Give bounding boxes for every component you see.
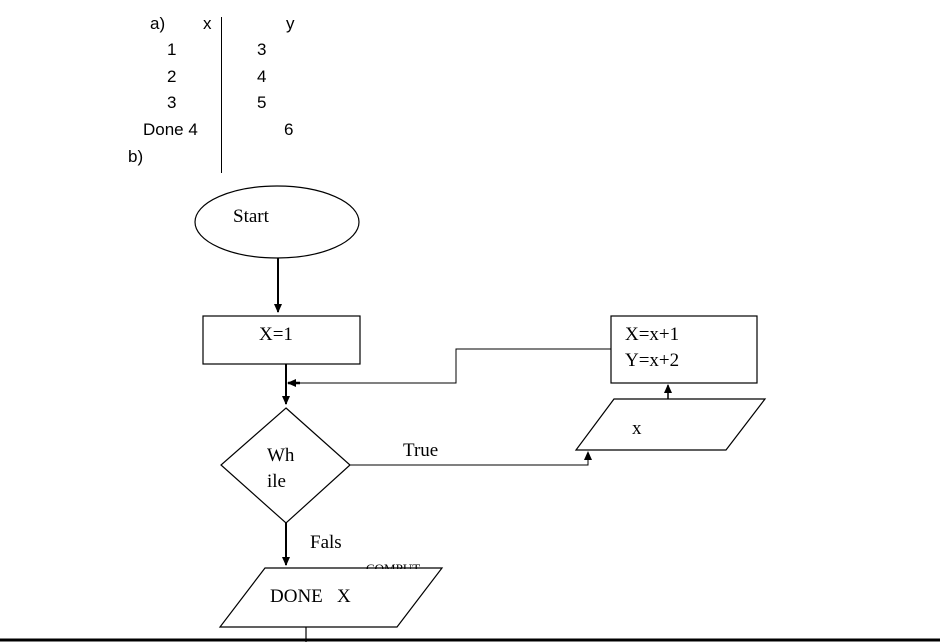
column-header-x: x <box>203 14 212 33</box>
process-line-2: Y=x+2 <box>625 350 680 371</box>
output-parallelogram <box>218 567 444 628</box>
process-line-1: X=x+1 <box>625 324 680 345</box>
table-divider <box>221 17 222 173</box>
table-row-3-y: 5 <box>257 93 267 112</box>
table-row-2-y: 4 <box>257 67 267 86</box>
table-row-1-y: 3 <box>257 40 267 59</box>
input-label: x <box>632 418 642 439</box>
false-branch-label: Fals <box>310 532 342 553</box>
table-row-1-x: 1 <box>167 40 177 59</box>
decision-label-line-2: ile <box>267 471 286 492</box>
update-process-box <box>610 315 758 384</box>
decision-label-line-1: Wh <box>267 445 295 466</box>
loop-back-connector <box>288 348 611 384</box>
part-b-label: b) <box>128 147 144 166</box>
table-row-2-x: 2 <box>167 67 177 86</box>
table-row-3-x: 3 <box>167 93 177 112</box>
column-header-y: y <box>286 14 295 33</box>
table-row-4-x: Done 4 <box>143 120 198 139</box>
output-label: DONE X <box>270 586 351 607</box>
overlapped-text: COMPUT <box>366 561 421 569</box>
overlapped-text-clip: COMPUT <box>366 561 442 569</box>
start-terminal <box>194 185 360 259</box>
part-a-label: a) <box>150 14 166 33</box>
start-label: Start <box>233 206 269 227</box>
init-label: X=1 <box>259 324 293 345</box>
table-row-4-y: 6 <box>284 120 294 139</box>
true-branch-label: True <box>403 440 439 461</box>
true-branch-arrow <box>350 451 592 466</box>
input-parallelogram <box>574 398 767 451</box>
init-process-box <box>202 315 361 365</box>
